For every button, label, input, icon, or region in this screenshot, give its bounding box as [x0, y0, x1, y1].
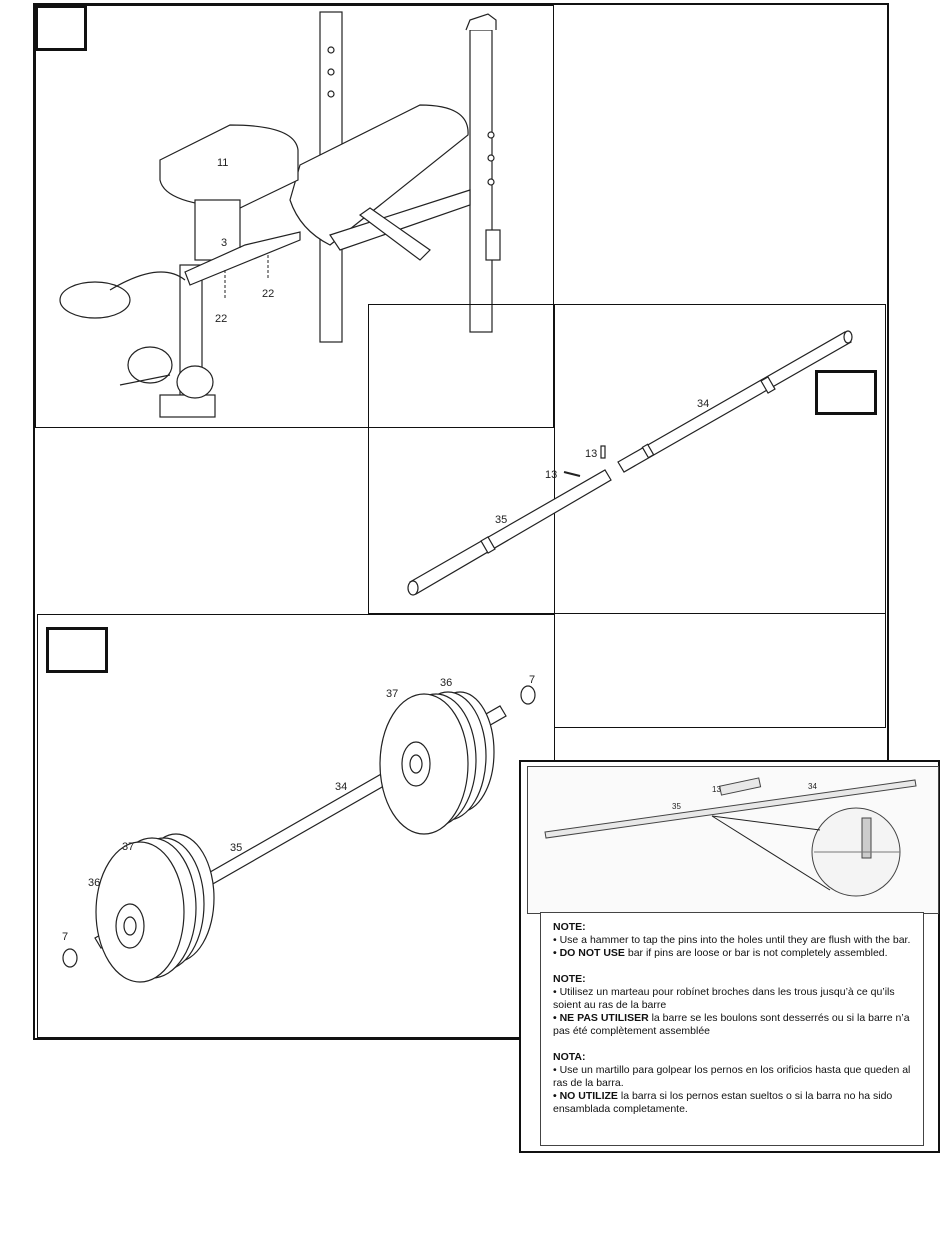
inset-label-35: 35: [672, 802, 681, 811]
note-fr-line1: • Utilisez un marteau pour robínet broch…: [553, 986, 895, 1011]
label-weight-37-left: 37: [122, 841, 134, 853]
assembly-note: NOTE: • Use a hammer to tap the pins int…: [540, 912, 924, 1146]
note-fr-line2: • NE PAS UTILISER la barre se les boulon…: [553, 1012, 910, 1037]
inset-label-34: 34: [808, 782, 817, 791]
label-part-35: 35: [495, 514, 507, 526]
label-part-3: 3: [221, 237, 227, 249]
step-number-box-bench: [35, 5, 87, 51]
label-part-11: 11: [217, 157, 228, 169]
note-es-line1: • Use un martillo para golpear los perno…: [553, 1064, 911, 1089]
note-heading-en: NOTE:: [553, 921, 586, 933]
note-heading-es: NOTA:: [553, 1051, 586, 1063]
note-heading-fr: NOTE:: [553, 973, 586, 985]
label-part-34: 34: [697, 398, 709, 410]
collar-left: [62, 948, 78, 968]
label-weight-34: 34: [335, 781, 347, 793]
label-weight-37-right: 37: [386, 688, 398, 700]
collar-right: [520, 685, 536, 705]
inset-bar: [544, 779, 917, 839]
note-en-line1: • Use a hammer to tap the pins into the …: [553, 934, 911, 946]
pin-13-vertical: [600, 445, 606, 459]
step-number-box-bar: [815, 370, 877, 415]
bench-assembly-panel: [35, 5, 554, 428]
step-number-box-weights: [46, 627, 108, 673]
label-part-22a: 22: [262, 288, 274, 300]
bar-assembly-panel-extension: [554, 304, 886, 728]
leg-pad-upper: [59, 281, 131, 319]
note-es-line2: • NO UTILIZE la barra si los pernos esta…: [553, 1090, 893, 1115]
label-weight-36-right: 36: [440, 677, 452, 689]
label-weight-7-right: 7: [529, 674, 535, 686]
note-en-line2: • DO NOT USE bar if pins are loose or ba…: [553, 947, 888, 959]
label-part-22b: 22: [215, 313, 227, 325]
back-pad: [289, 104, 469, 246]
label-part-13a: 13: [585, 448, 597, 460]
leg-pad-lower: [127, 346, 173, 384]
label-part-13b: 13: [545, 469, 557, 481]
inset-label-13: 13: [712, 785, 721, 794]
label-weight-36-left: 36: [88, 877, 100, 889]
label-weight-7-left: 7: [62, 931, 68, 943]
label-weight-35: 35: [230, 842, 242, 854]
seat-pad: [159, 124, 299, 209]
